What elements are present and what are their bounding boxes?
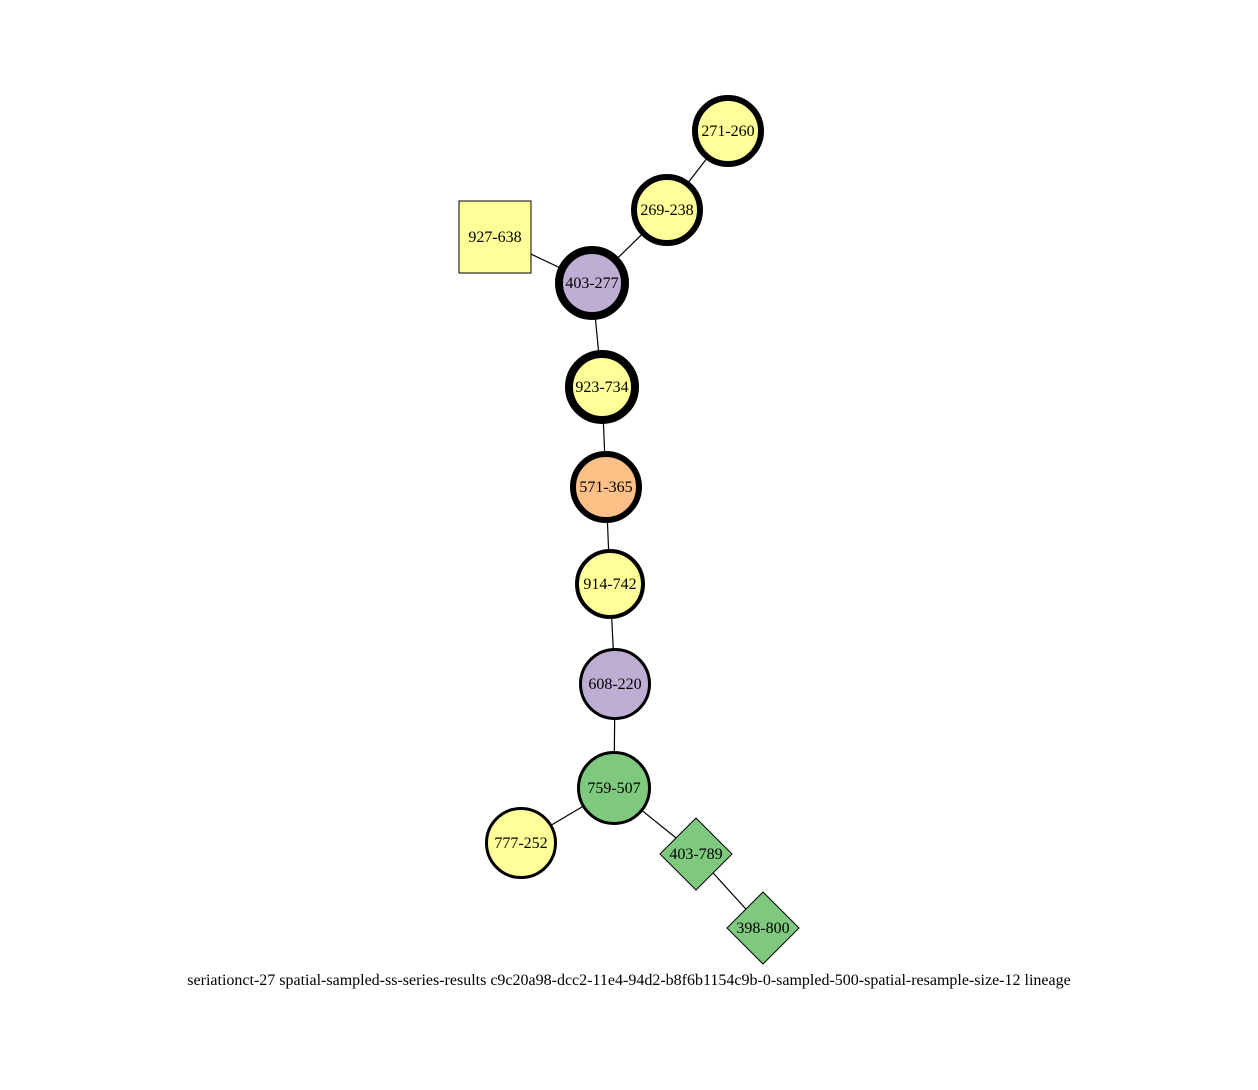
- node-571-365: 571-365: [570, 451, 642, 523]
- node-398-800: 398-800: [726, 891, 800, 965]
- node-759-507-label: 759-507: [587, 780, 640, 797]
- node-927-638-label: 927-638: [468, 229, 521, 246]
- node-403-789-shape: [659, 817, 733, 891]
- node-759-507: 759-507: [577, 751, 651, 825]
- node-403-789-label: 403-789: [669, 846, 722, 863]
- diagram-caption: seriationct-27 spatial-sampled-ss-series…: [187, 972, 1070, 989]
- node-269-238-label: 269-238: [640, 202, 693, 219]
- node-759-507-shape: [577, 751, 651, 825]
- node-403-277: 403-277: [555, 246, 629, 320]
- node-777-252-shape: [485, 807, 557, 879]
- node-923-734-label: 923-734: [575, 379, 628, 396]
- node-777-252-label: 777-252: [494, 835, 547, 852]
- node-398-800-label: 398-800: [736, 920, 789, 937]
- node-777-252: 777-252: [485, 807, 557, 879]
- node-403-277-label: 403-277: [565, 275, 618, 292]
- node-923-734: 923-734: [565, 350, 639, 424]
- nodes-layer: 271-260 269-238 927-638 403-277 923-734 571-3…: [458, 95, 800, 965]
- node-608-220: 608-220: [579, 648, 651, 720]
- node-914-742-shape: [575, 549, 645, 619]
- node-927-638: 927-638: [458, 200, 532, 274]
- node-403-277-shape: [555, 246, 629, 320]
- node-608-220-label: 608-220: [588, 676, 641, 693]
- node-271-260: 271-260: [692, 95, 764, 167]
- node-271-260-shape: [692, 95, 764, 167]
- node-398-800-shape: [726, 891, 800, 965]
- node-923-734-shape: [565, 350, 639, 424]
- node-927-638-shape: [458, 200, 532, 274]
- node-914-742: 914-742: [575, 549, 645, 619]
- node-271-260-label: 271-260: [701, 123, 754, 140]
- node-269-238: 269-238: [631, 174, 703, 246]
- node-571-365-shape: [570, 451, 642, 523]
- node-403-789: 403-789: [659, 817, 733, 891]
- node-571-365-label: 571-365: [579, 479, 632, 496]
- node-269-238-shape: [631, 174, 703, 246]
- node-914-742-label: 914-742: [583, 576, 636, 593]
- node-608-220-shape: [579, 648, 651, 720]
